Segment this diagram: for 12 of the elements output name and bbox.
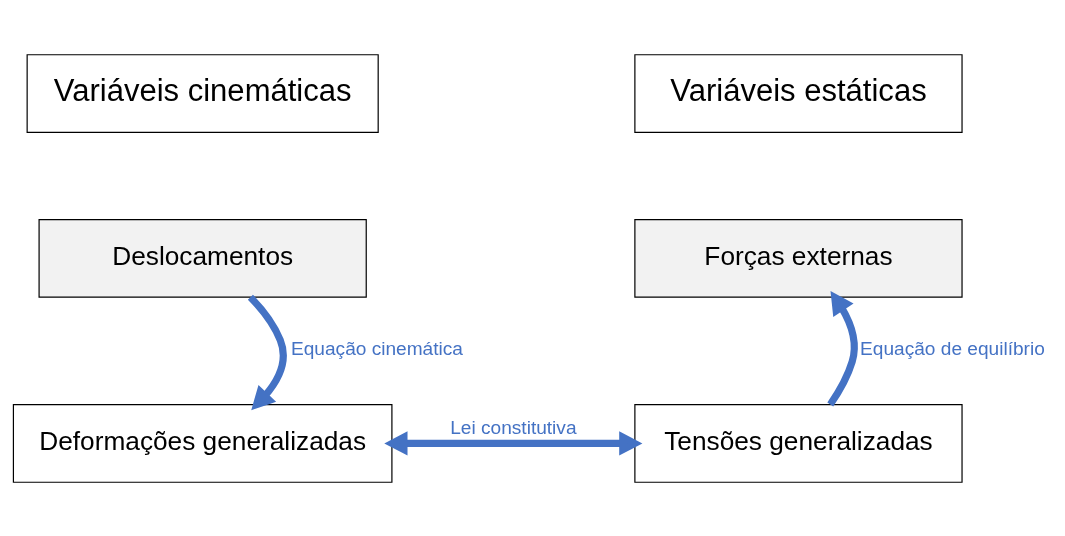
arrow — [384, 430, 643, 456]
arrow — [247, 294, 287, 410]
edge-label: Equação cinemática — [291, 337, 463, 359]
node-box: Variáveis cinemáticas — [26, 53, 379, 133]
node-box: Deformações generalizadas — [12, 403, 393, 483]
edge-label: Equação de equilíbrio — [860, 337, 1045, 359]
node-box: Variáveis estáticas — [634, 53, 963, 133]
edge-label: Lei constitutiva — [450, 416, 577, 438]
node-box: Tensões generalizadas — [634, 403, 963, 483]
arrow — [827, 290, 858, 406]
node-box: Deslocamentos — [38, 218, 367, 298]
node-box: Forças externas — [634, 218, 963, 298]
